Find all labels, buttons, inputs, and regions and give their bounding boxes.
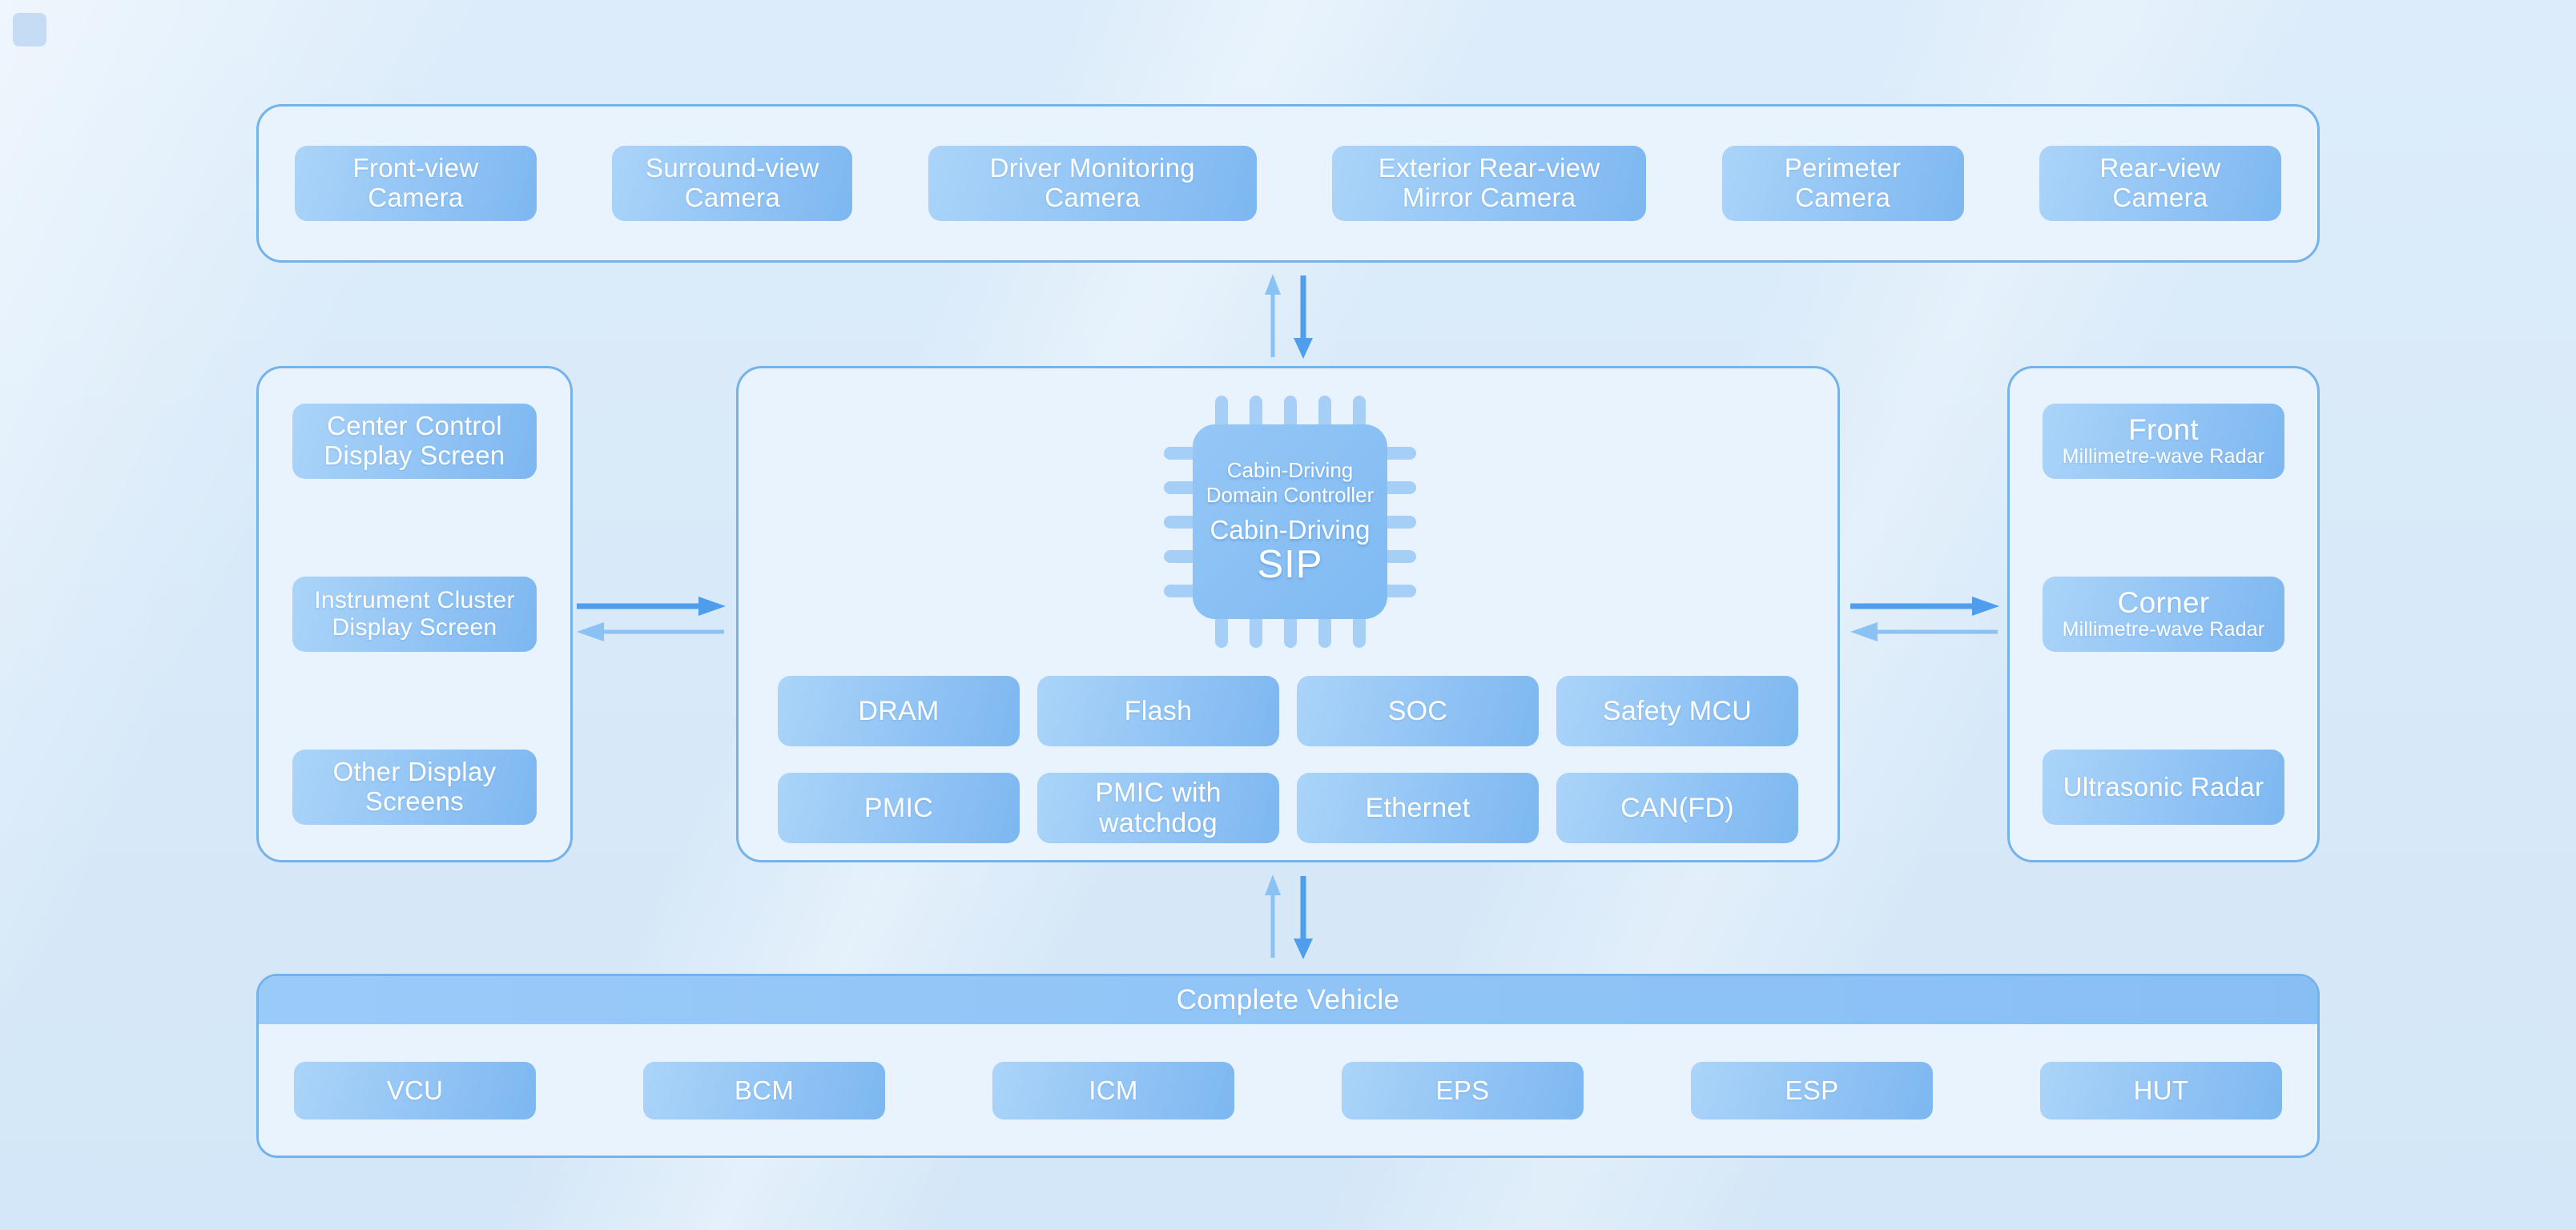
chip-label-line2: Domain Controller [1205,483,1375,508]
vehicle-node-vcu: VCU [294,1062,536,1119]
camera-node-label: Surround-view Camera [646,153,819,212]
chip-label-line1: Cabin-Driving [1226,458,1354,483]
component-node-pmic: PMIC [778,773,1020,843]
camera-node-exterior-rear-view: Exterior Rear-view Mirror Camera [1332,146,1647,221]
vehicle-node-label: HUT [2133,1075,2189,1105]
vehicle-header-label: Complete Vehicle [1176,984,1400,1015]
component-node-pmic-watchdog: PMIC with watchdog [1037,773,1279,843]
chip-body: Cabin-Driving Domain Controller Cabin-Dr… [1193,424,1387,619]
display-node-label: Other Display Screens [332,757,497,816]
radar-node-corner: Corner Millimetre-wave Radar [2043,577,2284,652]
component-node-soc: SOC [1297,676,1539,746]
radar-node-title: Corner [2117,585,2210,619]
chip-icon: Cabin-Driving Domain Controller Cabin-Dr… [1164,396,1416,648]
component-node-label: PMIC with watchdog [1095,777,1222,838]
chip-pins-top [1193,396,1387,429]
radar-node-title: Front [2128,412,2199,446]
camera-node-label: Rear-view Camera [2099,153,2221,212]
chip-pins-bottom [1193,614,1387,648]
component-node-label: DRAM [858,695,940,726]
vehicle-row: VCU BCM ICM EPS ESP HUT [259,1024,2317,1119]
display-node-instrument-cluster: Instrument Cluster Display Screen [292,577,537,652]
component-node-label: SOC [1387,695,1448,726]
camera-node-label: Exterior Rear-view Mirror Camera [1378,153,1600,212]
vehicle-node-label: ICM [1089,1075,1138,1105]
vehicle-node-label: BCM [734,1075,795,1105]
component-grid: DRAM Flash SOC Safety MCU PMIC PMIC with… [778,676,1798,843]
component-node-dram: DRAM [778,676,1020,746]
component-node-flash: Flash [1037,676,1279,746]
chip-pins-right [1383,424,1416,619]
camera-node-front-view: Front-view Camera [295,146,537,221]
component-node-label: CAN(FD) [1620,792,1734,823]
camera-node-driver-monitoring: Driver Monitoring Camera [928,146,1257,221]
display-node-other: Other Display Screens [292,750,537,825]
display-node-label: Instrument Cluster Display Screen [314,587,515,641]
component-node-safety-mcu: Safety MCU [1556,676,1798,746]
radar-panel: Front Millimetre-wave Radar Corner Milli… [2007,366,2320,862]
bidirectional-arrow-top-icon [1265,274,1313,359]
chip-pins-left [1164,424,1197,619]
camera-node-perimeter: Perimeter Camera [1721,146,1964,221]
corner-accent [13,13,46,46]
display-panel: Center Control Display Screen Instrument… [256,366,573,862]
display-node-center-control: Center Control Display Screen [292,404,537,479]
vehicle-node-label: ESP [1785,1075,1839,1105]
bidirectional-arrow-bottom-icon [1265,874,1313,959]
camera-node-label: Perimeter Camera [1784,153,1902,212]
chip-label-line4: SIP [1257,542,1323,586]
component-node-label: Flash [1124,695,1193,726]
camera-node-label: Driver Monitoring Camera [989,153,1195,212]
component-node-ethernet: Ethernet [1297,773,1539,843]
radar-node-ultrasonic: Ultrasonic Radar [2043,750,2284,825]
vehicle-node-esp: ESP [1691,1062,1933,1119]
radar-node-subtitle: Millimetre-wave Radar [2062,444,2265,468]
camera-node-label: Front-view Camera [352,153,479,212]
bidirectional-arrow-left-icon [577,597,726,641]
chip-label-line3: Cabin-Driving [1210,514,1371,545]
vehicle-node-label: EPS [1435,1075,1490,1105]
vehicle-node-hut: HUT [2040,1062,2282,1119]
radar-node-subtitle: Millimetre-wave Radar [2062,617,2265,641]
radar-node-title: Ultrasonic Radar [2063,771,2264,802]
display-node-label: Center Control Display Screen [324,411,505,470]
bidirectional-arrow-right-icon [1850,597,1999,641]
camera-node-surround-view: Surround-view Camera [612,146,853,221]
vehicle-node-label: VCU [386,1075,444,1105]
component-node-label: Ethernet [1365,792,1471,823]
vehicle-node-eps: EPS [1342,1062,1584,1119]
radar-node-front: Front Millimetre-wave Radar [2043,404,2284,479]
controller-panel: Cabin-Driving Domain Controller Cabin-Dr… [736,366,1840,862]
vehicle-header: Complete Vehicle [259,976,2317,1024]
component-node-can-fd: CAN(FD) [1556,773,1798,843]
camera-panel: Front-view Camera Surround-view Camera D… [256,104,2320,263]
component-node-label: PMIC [863,792,934,823]
component-node-label: Safety MCU [1602,695,1753,726]
vehicle-panel: Complete Vehicle VCU BCM ICM EPS ESP HUT [256,974,2320,1158]
vehicle-node-icm: ICM [992,1062,1234,1119]
camera-node-rear-view: Rear-view Camera [2039,146,2281,221]
vehicle-node-bcm: BCM [643,1062,885,1119]
